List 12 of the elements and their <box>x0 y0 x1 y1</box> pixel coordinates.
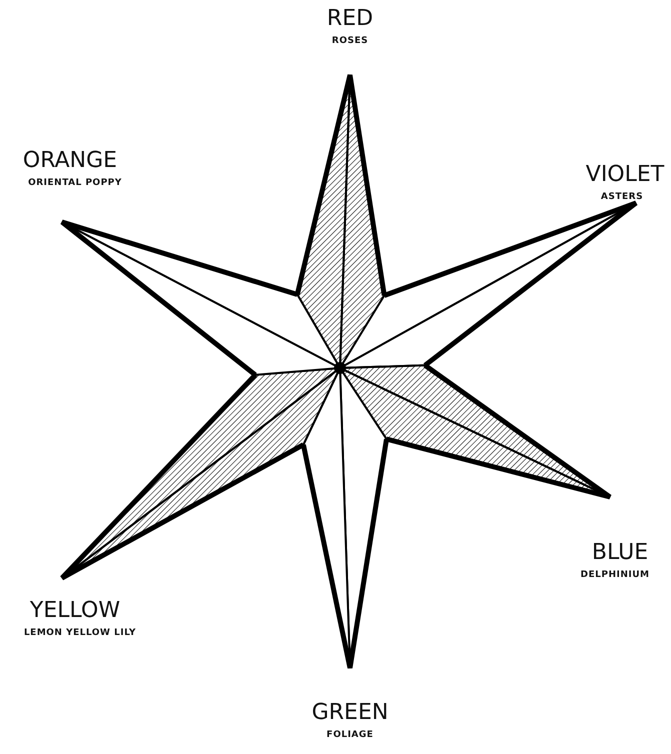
point-heading: VIOLET <box>586 162 664 187</box>
point-heading: RED <box>326 6 374 31</box>
point-heading: BLUE <box>592 540 648 565</box>
point-heading: YELLOW <box>30 598 120 623</box>
point-heading: GREEN <box>312 700 388 725</box>
point-heading: ORANGE <box>22 148 118 173</box>
point-caption: ASTERS <box>600 192 644 202</box>
point-caption: FOLIAGE <box>326 730 374 740</box>
point-caption: LEMON YELLOW LILY <box>24 628 136 638</box>
point-caption: DELPHINIUM <box>580 570 650 580</box>
point-caption: ORIENTAL POPPY <box>28 178 122 188</box>
point-caption: ROSES <box>332 36 368 46</box>
